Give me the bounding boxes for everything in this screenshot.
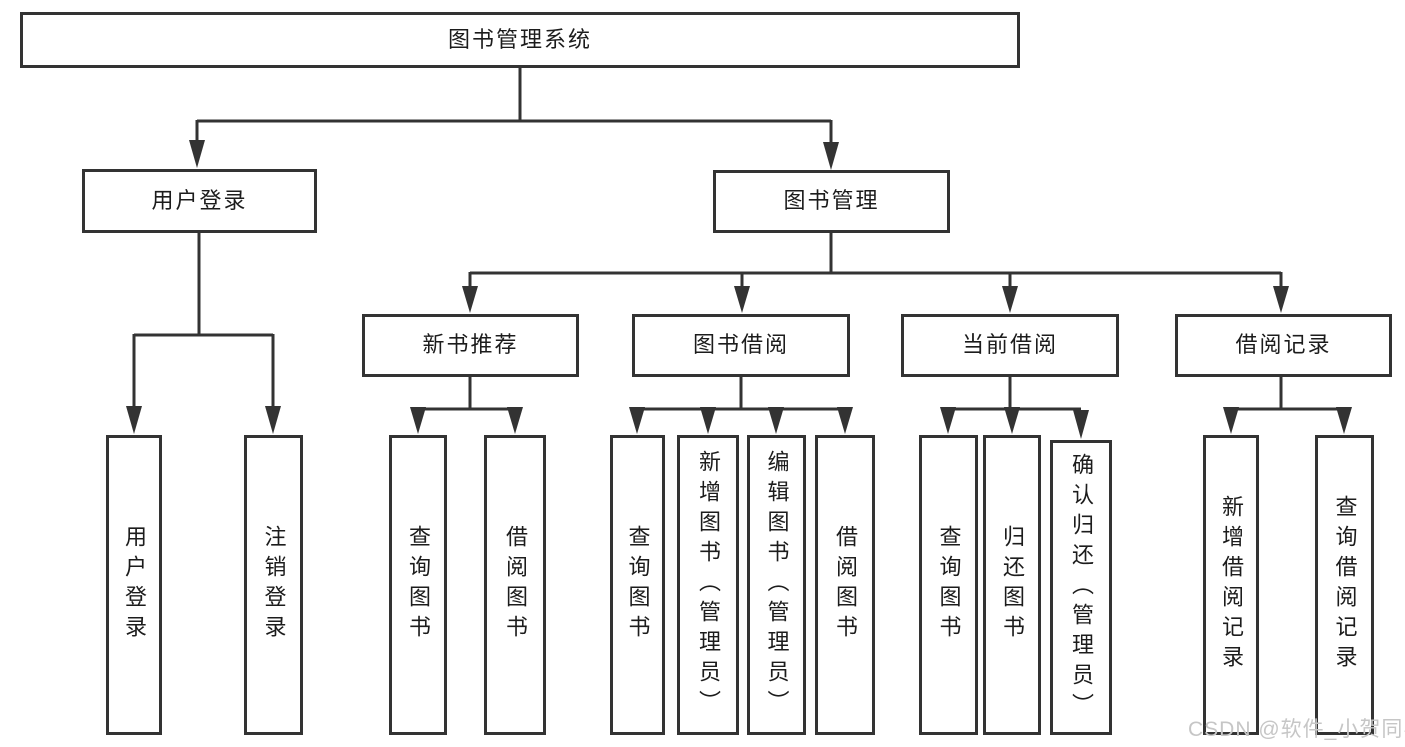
node-book-borrow: 图书借阅 xyxy=(632,314,850,377)
leaf-label: 归还图书 xyxy=(1000,525,1025,645)
node-label: 图书管理 xyxy=(783,188,880,214)
leaf-label: 查询图书 xyxy=(936,525,962,645)
leaf-query-books: 查询图书 xyxy=(610,435,665,735)
leaf-query-borrow-record: 查询借阅记录 xyxy=(1315,435,1374,735)
leaf-query-books: 查询图书 xyxy=(919,435,978,735)
leaf-label: 借阅图书 xyxy=(833,525,858,645)
leaf-label: 用户登录 xyxy=(122,525,147,645)
leaf-label: 编辑图书（管理员） xyxy=(764,450,790,720)
node-library-management-system: 图书管理系统 xyxy=(20,12,1020,68)
node-label: 图书借阅 xyxy=(692,332,789,358)
leaf-borrow-books: 借阅图书 xyxy=(484,435,546,735)
leaf-borrow-books: 借阅图书 xyxy=(815,435,875,735)
leaf-add-books-admin: 新增图书（管理员） xyxy=(677,435,739,735)
leaf-confirm-return-admin: 确认归还（管理员） xyxy=(1050,440,1112,735)
csdn-watermark: CSDN @软件_小贺同学 xyxy=(1188,718,1405,741)
leaf-label: 注销登录 xyxy=(261,525,287,645)
leaf-label: 确认归还（管理员） xyxy=(1069,452,1094,723)
leaf-logout: 注销登录 xyxy=(244,435,303,735)
leaf-user-login: 用户登录 xyxy=(106,435,162,735)
node-borrow-records: 借阅记录 xyxy=(1175,314,1392,377)
node-book-management: 图书管理 xyxy=(713,170,950,233)
leaf-add-borrow-record: 新增借阅记录 xyxy=(1203,435,1259,735)
leaf-label: 查询图书 xyxy=(406,525,431,645)
node-current-borrow: 当前借阅 xyxy=(901,314,1119,377)
node-user-login: 用户登录 xyxy=(82,169,317,233)
node-label: 新书推荐 xyxy=(422,332,519,358)
leaf-label: 新增图书（管理员） xyxy=(696,450,721,720)
leaf-label: 借阅图书 xyxy=(503,525,528,645)
node-label: 图书管理系统 xyxy=(447,26,592,52)
leaf-return-books: 归还图书 xyxy=(983,435,1041,735)
node-label: 借阅记录 xyxy=(1235,332,1332,358)
leaf-query-books: 查询图书 xyxy=(389,435,447,735)
node-label: 当前借阅 xyxy=(961,332,1058,358)
leaf-edit-books-admin: 编辑图书（管理员） xyxy=(747,435,806,735)
leaf-label: 查询借阅记录 xyxy=(1332,495,1358,675)
leaf-label: 新增借阅记录 xyxy=(1219,495,1244,675)
node-label: 用户登录 xyxy=(151,187,248,213)
leaf-label: 查询图书 xyxy=(625,525,651,645)
node-new-book-recommend: 新书推荐 xyxy=(362,314,579,377)
